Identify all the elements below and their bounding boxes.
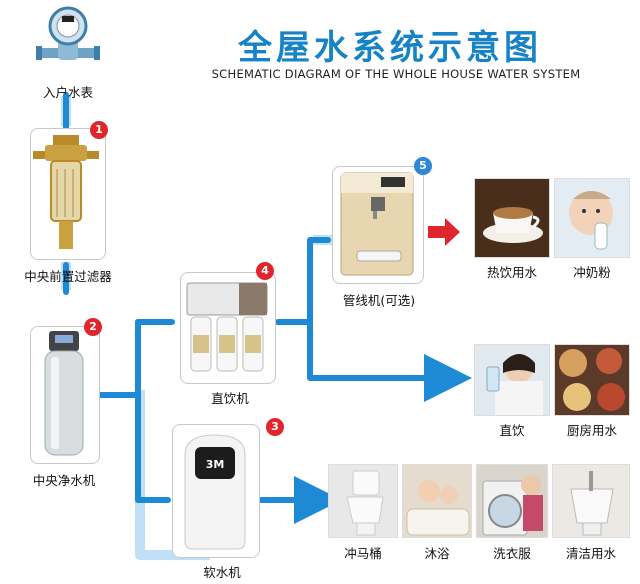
photo-bath	[402, 464, 472, 538]
ro-image	[186, 282, 268, 372]
prefilter-image	[33, 135, 99, 249]
use-hot-drink: 热饮用水	[486, 265, 537, 280]
badge-5: 5	[414, 157, 432, 175]
ro-label: 直饮机	[211, 391, 249, 406]
page-subtitle: SCHEMATIC DIAGRAM OF THE WHOLE HOUSE WAT…	[211, 67, 581, 81]
use-bath: 沐浴	[424, 546, 450, 561]
pipe-trunk-down	[135, 392, 171, 503]
badge-3: 3	[266, 418, 284, 436]
use-kitchen: 厨房用水	[566, 423, 617, 438]
photo-formula	[554, 178, 630, 258]
ro-frame	[180, 272, 276, 384]
photo-hot-drink	[474, 178, 550, 258]
photo-direct-drink	[474, 344, 550, 416]
pipe-to-direct	[307, 319, 472, 402]
page-title: 全屋水系统示意图	[238, 28, 542, 68]
prefilter-frame	[30, 128, 106, 260]
photo-laundry	[476, 464, 548, 538]
softener-frame: 3M	[172, 424, 260, 558]
use-laundry: 洗衣服	[493, 546, 531, 561]
purifier-image	[44, 331, 84, 456]
badge-4: 4	[256, 262, 274, 280]
use-formula: 冲奶粉	[573, 265, 611, 280]
dispenser-image	[340, 172, 414, 276]
use-direct-drink: 直饮	[499, 423, 525, 438]
softener-label: 软水机	[203, 565, 241, 580]
use-cleaning: 清洁用水	[565, 546, 616, 561]
softener-image: 3M	[184, 434, 246, 550]
badge-1: 1	[90, 121, 108, 139]
badge-2: 2	[84, 318, 102, 336]
dispenser-label: 管线机(可选)	[342, 293, 416, 308]
softener-brand: 3M	[206, 458, 225, 471]
photo-cleaning	[552, 464, 630, 538]
dispenser-frame	[332, 166, 424, 284]
purifier-frame	[30, 326, 100, 464]
water-meter	[36, 4, 100, 74]
red-arrow-dispenser	[428, 218, 460, 246]
prefilter-label: 中央前置过滤器	[24, 269, 112, 284]
use-toilet: 冲马桶	[344, 546, 382, 561]
pipe-to-dispenser	[307, 237, 331, 325]
photo-toilet	[328, 464, 398, 538]
photo-kitchen	[554, 344, 630, 416]
meter-label: 入户水表	[42, 85, 93, 100]
purifier-label: 中央净水机	[32, 473, 96, 488]
